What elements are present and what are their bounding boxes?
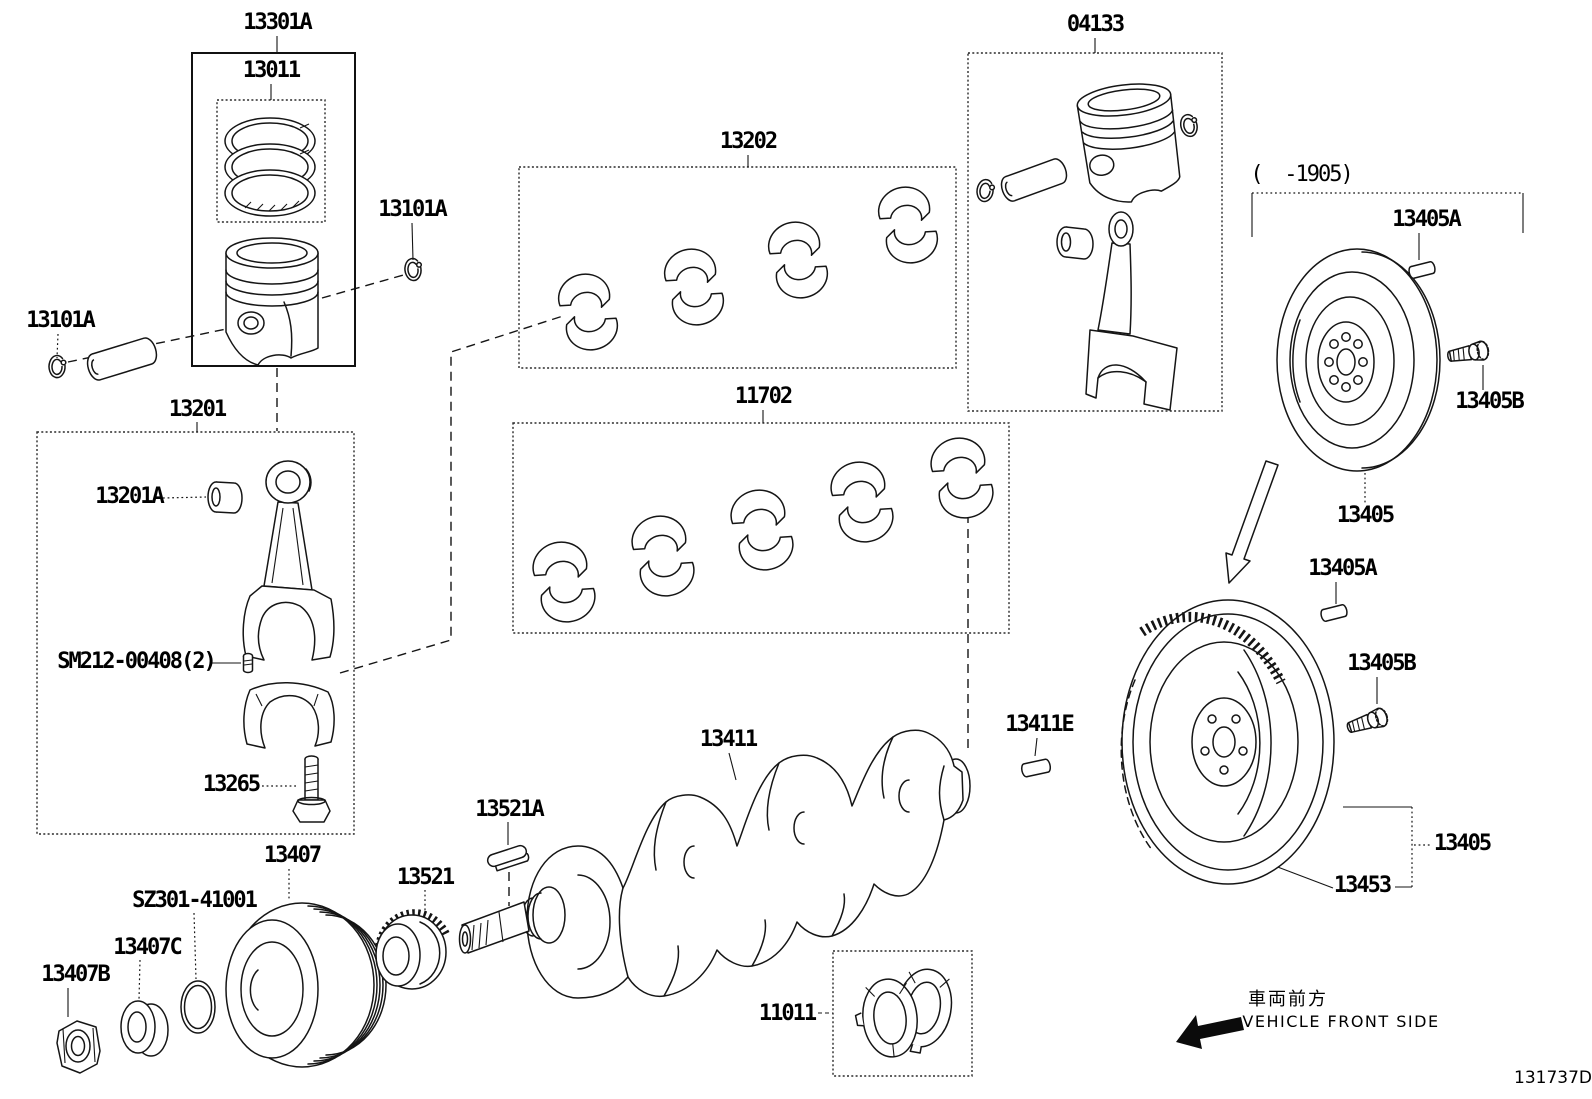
flywheel-bolt-top-drawing	[1445, 339, 1491, 367]
part-label-13521A: 13521A	[475, 797, 544, 822]
box-13202	[519, 167, 956, 368]
connecting-rod-drawing	[208, 461, 334, 822]
part-label-13407C: 13407C	[113, 935, 182, 960]
part-label-SM212-00408: SM212-00408(2)	[57, 649, 216, 674]
thrust-washer-drawing	[852, 965, 957, 1060]
part-label-13265: 13265	[202, 772, 261, 797]
leader-lines	[57, 36, 1523, 1017]
part-label-13405B-bottom: 13405B	[1347, 651, 1416, 676]
main-bearing-set-drawing	[527, 431, 999, 629]
group-boxes	[37, 53, 1222, 1076]
pulley-drawing	[226, 903, 386, 1067]
part-label-13101A-left: 13101A	[26, 308, 95, 333]
flywheel-bolt-bottom-drawing	[1344, 705, 1391, 738]
applicability-range: -1905)	[1284, 162, 1353, 187]
piston-drawing	[226, 238, 318, 365]
crankshaft-drawing	[460, 730, 971, 998]
part-label-04133: 04133	[1066, 12, 1125, 37]
part-label-11011: 11011	[758, 1001, 817, 1026]
part-label-13411: 13411	[699, 727, 758, 752]
applicability-paren: (	[1250, 162, 1263, 187]
part-label-13201: 13201	[168, 397, 227, 422]
part-label-13407B: 13407B	[41, 962, 110, 987]
flywheel-pin-bottom-drawing	[1319, 603, 1349, 623]
box-04133	[968, 53, 1222, 411]
part-label-13202: 13202	[719, 129, 778, 154]
piston-ring-set-drawing	[225, 118, 315, 216]
rod-bearing-set-drawing	[552, 181, 944, 356]
front-side-arrow	[1176, 1015, 1244, 1049]
part-label-13405A-bottom: 13405A	[1308, 556, 1377, 581]
part-label-13405B-top: 13405B	[1455, 389, 1524, 414]
flywheel-top-drawing	[1277, 249, 1440, 471]
oring-drawing	[181, 981, 215, 1033]
box-13301A	[192, 53, 355, 366]
snap-ring-left-drawing	[48, 354, 67, 379]
piston-rod-subassembly-drawing	[974, 79, 1201, 410]
box-13011	[217, 100, 325, 222]
figure-code: 131737D	[1514, 1068, 1592, 1088]
crank-key-drawing	[486, 844, 530, 873]
pulley-washer-drawing	[121, 1001, 168, 1056]
flywheel-pin-top-drawing	[1407, 260, 1437, 280]
timing-gear-drawing	[376, 913, 446, 989]
part-label-13301A: 13301A	[243, 10, 312, 35]
part-label-13453: 13453	[1333, 873, 1392, 898]
front-side-label-jp: 車両前方	[1248, 989, 1328, 1010]
part-label-13405-top: 13405	[1336, 503, 1395, 528]
flywheel-variant-arrow	[1226, 461, 1278, 583]
part-label-13201A: 13201A	[95, 484, 164, 509]
part-label-13101A-right: 13101A	[378, 197, 447, 222]
box-13201	[37, 432, 354, 834]
part-label-13407: 13407	[263, 843, 322, 868]
front-side-label-en: VEHICLE FRONT SIDE	[1242, 1012, 1440, 1031]
part-label-13411E: 13411E	[1005, 712, 1074, 737]
part-label-SZ301-41001: SZ301-41001	[132, 888, 258, 913]
part-label-11702: 11702	[734, 384, 793, 409]
part-label-13011: 13011	[242, 58, 301, 83]
pulley-nut-drawing	[57, 1021, 100, 1073]
part-label-13405A-top: 13405A	[1392, 207, 1461, 232]
crank-rear-pin-drawing	[1019, 757, 1053, 779]
flywheel-bottom-drawing	[1121, 600, 1334, 884]
snap-ring-right-drawing	[403, 256, 424, 283]
part-label-13405-bottom: 13405	[1433, 831, 1492, 856]
part-label-13521: 13521	[396, 865, 455, 890]
piston-pin-drawing	[83, 335, 161, 383]
